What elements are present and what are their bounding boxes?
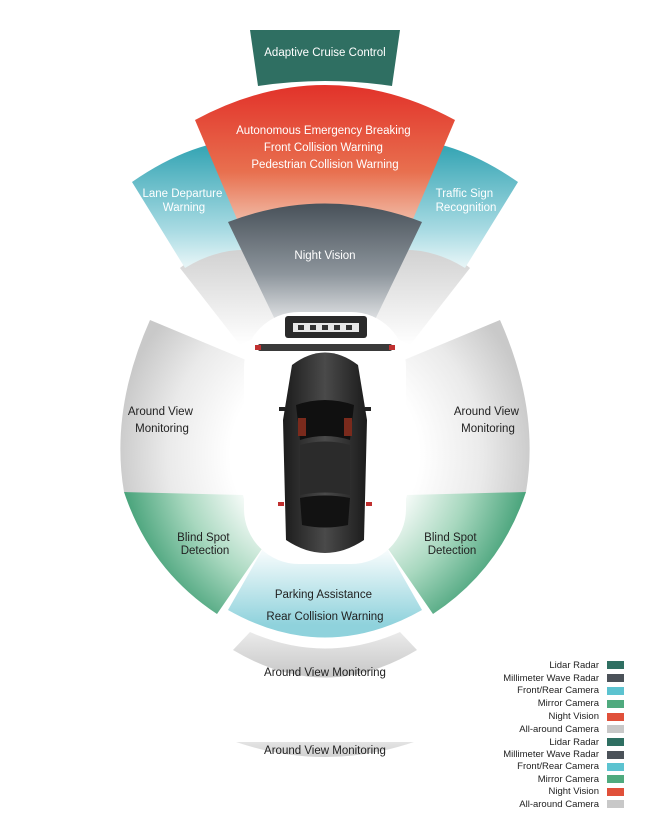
tsr-label-line: Traffic Sign [436, 188, 494, 200]
legend-label: Front/Rear Camera [517, 761, 599, 773]
acc-label-line: Adaptive Cruise Control [264, 47, 385, 59]
legend-item-lidar-radar: Lidar Radar [503, 736, 624, 748]
legend-label: All-around Camera [519, 723, 599, 735]
legend-swatch [607, 661, 624, 670]
ldw-label: Lane Departure Warning [142, 188, 225, 214]
legend-label: Front/Rear Camera [517, 685, 599, 697]
parking-label-line: Parking Assistance [275, 589, 372, 601]
night-vision-label-line: Night Vision [294, 250, 355, 262]
emergency-braking-zone [195, 85, 455, 238]
avm-left-label-line: Monitoring [135, 423, 189, 435]
parking-label-line: Rear Collision Warning [266, 611, 383, 623]
legend-swatch [607, 738, 624, 747]
legend-item-mirror-camera: Mirror Camera [503, 773, 624, 785]
avm-rear-label: Around View Monitoring [264, 667, 386, 679]
bsd-left-label-line: Blind Spot [177, 532, 230, 544]
avm-rear-duplicate-label-line: Around View Monitoring [264, 745, 386, 757]
aeb-label-line: Pedestrian Collision Warning [251, 159, 398, 171]
legend-item-all-around-camera: All-around Camera [503, 798, 624, 810]
avm-right-label: Around View Monitoring [454, 406, 522, 435]
ldw-label-line: Warning [163, 202, 205, 214]
legend-item-mmw-radar: Millimeter Wave Radar [503, 748, 624, 760]
bsd-right-label-line: Detection [428, 545, 477, 557]
legend-item-all-around-camera: All-around Camera [503, 723, 624, 736]
legend-swatch [607, 787, 624, 796]
tsr-label-line: Recognition [436, 202, 497, 214]
legend-item-mmw-radar: Millimeter Wave Radar [503, 672, 624, 685]
around-view-rear-zone [233, 632, 417, 678]
bsd-right-label: Blind Spot Detection [424, 532, 480, 557]
ldw-label-line: Lane Departure [142, 188, 222, 200]
avm-rear-label-line: Around View Monitoring [264, 667, 386, 679]
legend-item-mirror-camera: Mirror Camera [503, 697, 624, 710]
blind-spot-left-zone [124, 492, 268, 614]
bsd-left-label: Blind Spot Detection [177, 532, 233, 557]
aeb-label: Autonomous Emergency Breaking Front Coll… [236, 125, 414, 171]
blind-spot-right-zone [382, 492, 526, 614]
aeb-label-line: Autonomous Emergency Breaking [236, 125, 411, 137]
legend-swatch [607, 800, 624, 809]
legend-label: Lidar Radar [549, 736, 599, 748]
legend-label: Night Vision [548, 786, 599, 798]
legend-item-lidar-radar: Lidar Radar [503, 659, 624, 672]
parking-assistance-zone [228, 545, 422, 638]
legend-swatch [607, 750, 624, 759]
legend-swatch [607, 762, 624, 771]
around-view-rear-duplicate-zone [236, 742, 414, 757]
legend-item-night-vision: Night Vision [503, 786, 624, 798]
legend-duplicate: Lidar Radar Millimeter Wave Radar Front/… [503, 736, 624, 810]
car-top-view [255, 316, 395, 553]
avm-left-label: Around View Monitoring [128, 406, 196, 435]
adaptive-cruise-control-zone [250, 30, 400, 86]
legend-swatch [607, 725, 624, 734]
acc-label: Adaptive Cruise Control [264, 47, 385, 59]
legend-label: Mirror Camera [537, 698, 599, 710]
legend-label: Millimeter Wave Radar [503, 672, 599, 684]
legend-swatch [607, 699, 624, 708]
legend-swatch [607, 775, 624, 784]
night-vision-label: Night Vision [294, 250, 355, 262]
legend-item-front-rear-camera: Front/Rear Camera [503, 685, 624, 698]
avm-right-label-line: Monitoring [461, 423, 515, 435]
bsd-right-label-line: Blind Spot [424, 532, 477, 544]
avm-right-label-line: Around View [454, 406, 520, 418]
around-view-left-zone [120, 320, 259, 520]
legend-label: All-around Camera [519, 798, 599, 810]
legend-label: Mirror Camera [537, 773, 599, 785]
bsd-left-label-line: Detection [181, 545, 230, 557]
legend-swatch [607, 674, 624, 683]
legend: Lidar Radar Millimeter Wave Radar Front/… [503, 659, 624, 736]
avm-rear-duplicate-label: Around View Monitoring [264, 745, 386, 757]
parking-label: Parking Assistance Rear Collision Warnin… [266, 589, 383, 623]
aeb-label-line: Front Collision Warning [264, 142, 383, 154]
legend-label: Lidar Radar [549, 659, 599, 671]
legend-label: Night Vision [548, 711, 599, 723]
avm-left-label-line: Around View [128, 406, 194, 418]
legend-item-front-rear-camera: Front/Rear Camera [503, 761, 624, 773]
tsr-label: Traffic Sign Recognition [436, 188, 497, 214]
legend-item-night-vision: Night Vision [503, 710, 624, 723]
legend-label: Millimeter Wave Radar [503, 749, 599, 761]
legend-swatch [607, 686, 624, 695]
around-view-right-zone [392, 320, 530, 520]
legend-swatch [607, 712, 624, 721]
night-vision-zone [228, 203, 422, 330]
